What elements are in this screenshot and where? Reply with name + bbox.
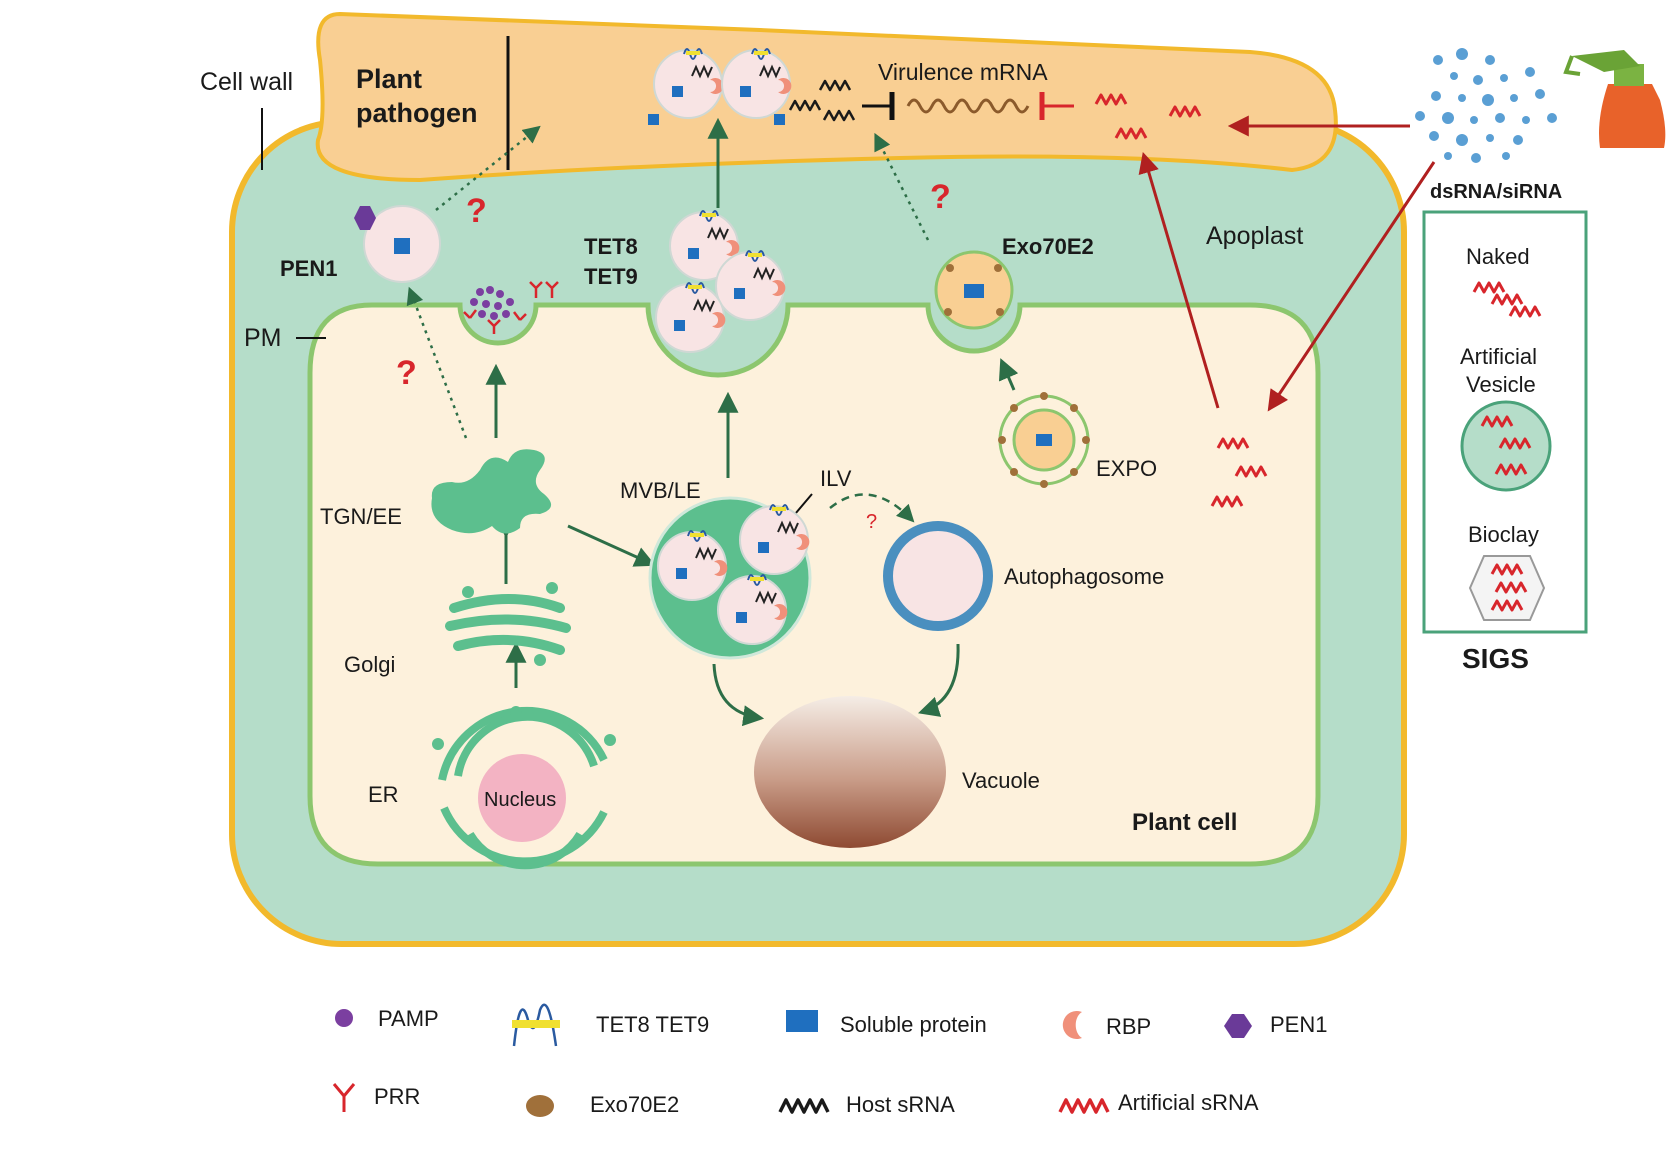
er-label: ER: [368, 782, 399, 807]
sigs-bioclay-label: Bioclay: [1468, 522, 1539, 547]
autophagosome: [883, 521, 993, 631]
pathogen-label-line1: Plant: [356, 64, 422, 94]
pen1-label: PEN1: [280, 256, 337, 281]
golgi: [445, 594, 571, 655]
tetraspanin-icon: [512, 1003, 560, 1047]
pm-label: PM: [244, 324, 282, 352]
pen1-hexagon-icon: [354, 206, 376, 230]
legend-label-prr: PRR: [374, 1084, 420, 1109]
legend-label-exo70e2: Exo70E2: [590, 1092, 679, 1117]
virulence-mrna: [906, 98, 1030, 114]
soluble-protein-icon: [786, 1010, 818, 1032]
rbp-icon: [1062, 1011, 1082, 1039]
vacuole-label: Vacuole: [962, 768, 1040, 793]
spray-bottle-icon: [1563, 50, 1666, 148]
pamp-cluster: [470, 286, 514, 320]
apoplast-label: Apoplast: [1206, 222, 1303, 250]
dsrna-sirna-label: dsRNA/siRNA: [1430, 181, 1562, 203]
question-mark-2: ?: [930, 178, 951, 216]
plant-cell-label: Plant cell: [1132, 809, 1237, 836]
question-mark-1: ?: [466, 192, 487, 230]
prr-icon: [332, 1083, 356, 1112]
golgi-label: Golgi: [344, 652, 395, 677]
legend-label-artificial-srna: Artificial sRNA: [1118, 1090, 1259, 1115]
legend-label-host-srna: Host sRNA: [846, 1092, 955, 1117]
prr-receptors: [463, 281, 559, 334]
nucleus: [478, 754, 566, 842]
artificial-srna-icon: [1058, 1098, 1110, 1114]
legend-label-soluble-protein: Soluble protein: [840, 1012, 987, 1037]
sigs-naked-label: Naked: [1466, 244, 1530, 269]
tet9-label: TET9: [584, 264, 638, 289]
tgn-ee: [431, 449, 552, 534]
legend: PAMP TET8 TET9 Soluble protein RBP PEN1 …: [332, 1003, 1327, 1117]
sigs-artificial-label: Artificial: [1460, 344, 1537, 369]
question-mark-4: ?: [866, 511, 877, 533]
expo-label: EXPO: [1096, 456, 1157, 481]
sigs-title: SIGS: [1462, 643, 1529, 674]
legend-label-pen1: PEN1: [1270, 1012, 1327, 1037]
pathogen-label-line2: pathogen: [356, 98, 478, 128]
legend-label-tet: TET8 TET9: [596, 1012, 709, 1037]
host-srna-icon: [778, 1098, 830, 1114]
sigs-vesicle-label: Vesicle: [1466, 372, 1536, 397]
legend-label-pamp: PAMP: [378, 1006, 439, 1031]
tgn-ee-label: TGN/EE: [320, 504, 402, 529]
cell-wall-label: Cell wall: [200, 68, 293, 96]
tet8-label: TET8: [584, 234, 638, 259]
ilv-label: ILV: [820, 466, 852, 491]
spray-droplets: [1415, 48, 1557, 163]
exo70e2-label: Exo70E2: [1002, 234, 1094, 259]
virulence-mrna-label: Virulence mRNA: [878, 59, 1048, 85]
pamp-icon: [335, 1009, 353, 1027]
sigs-artificial-vesicle: [1460, 400, 1552, 492]
expo: [998, 392, 1090, 488]
exo70e2-icon: [526, 1095, 554, 1117]
question-mark-3: ?: [396, 354, 417, 392]
pen1-legend-icon: [1224, 1014, 1252, 1038]
mvb-le-label: MVB/LE: [620, 478, 701, 503]
legend-label-rbp: RBP: [1106, 1014, 1151, 1039]
nucleus-label: Nucleus: [484, 789, 556, 811]
plant-pathogen: [315, 11, 1338, 183]
autophagosome-label: Autophagosome: [1004, 564, 1164, 589]
vacuole: [754, 696, 946, 848]
